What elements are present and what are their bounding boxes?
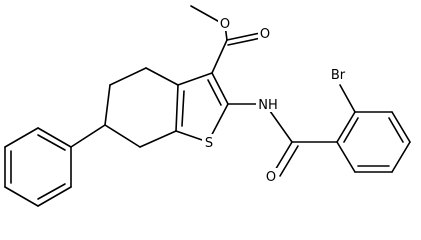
atom-label-o-amide: O — [266, 170, 276, 185]
atom-label-nh: NH — [258, 98, 278, 113]
bond-c4-c5 — [109, 67, 147, 86]
cyclohexene-ring — [104, 67, 179, 148]
molecular-structure: O O S NH O Br — [4, 5, 411, 207]
bond-c5-c6 — [104, 84, 111, 126]
atom-label-br: Br — [331, 68, 346, 83]
bond-c3a-c7a-double — [181, 90, 185, 127]
bond-c6-phenyl — [70, 124, 106, 148]
bond-c3a-c7a — [175, 84, 179, 132]
atom-label-o-ester: O — [220, 17, 230, 32]
bond-amide-c-o — [273, 141, 293, 173]
bond-c3a-c4 — [145, 67, 179, 86]
bond-carbonyl-c-o — [226, 32, 261, 41]
atom-labels: O O S NH O Br — [202, 15, 349, 185]
bond-c7-c7a — [139, 130, 177, 148]
bond-carbonyl-c-o-double — [227, 37, 262, 46]
bond-c3-c2 — [211, 72, 229, 105]
atom-label-s: S — [205, 136, 213, 151]
thiophene-ring — [175, 72, 229, 143]
bond-amide-c-o-double — [279, 145, 299, 177]
bromophenyl-ring — [336, 84, 411, 173]
bond-carbonyl-ring — [211, 39, 228, 74]
bond-c6-c7 — [104, 124, 141, 148]
amide-linker — [227, 103, 338, 177]
bond-c3-c2-double — [207, 79, 222, 106]
bond-c3-c3a — [177, 72, 213, 86]
phenyl-ring — [4, 124, 106, 207]
bond-c-br — [339, 84, 356, 113]
atom-label-o-carbonyl: O — [260, 27, 270, 42]
